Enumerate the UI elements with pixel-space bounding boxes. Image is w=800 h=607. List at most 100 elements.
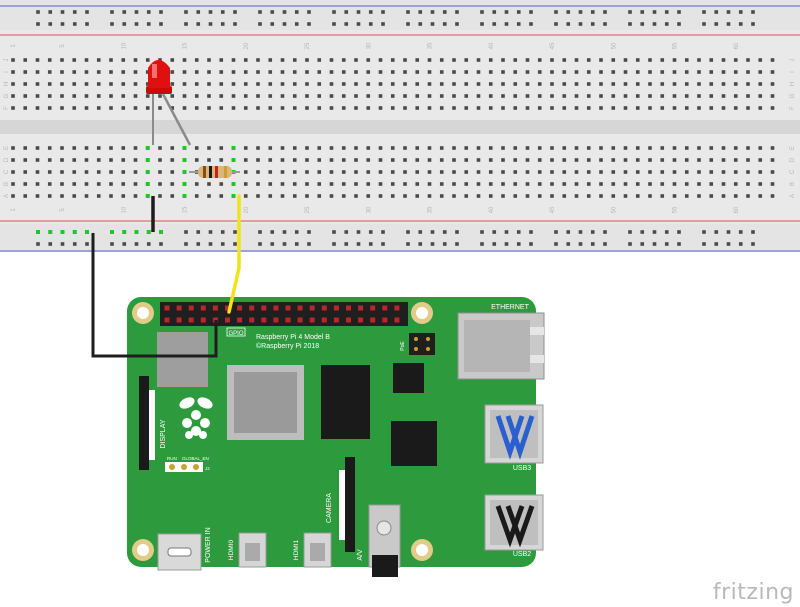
breadboard-hole: [158, 158, 162, 162]
rail-hole: [208, 242, 213, 246]
breadboard-hole: [219, 82, 224, 86]
rail-hole: [628, 242, 632, 246]
column-number: 60: [734, 42, 740, 49]
breadboard-hole: [133, 70, 138, 74]
breadboard-hole: [378, 94, 383, 98]
breadboard-hole: [121, 194, 126, 198]
breadboard-hole: [439, 58, 444, 62]
breadboard-hole: [305, 94, 309, 98]
breadboard-hole: [684, 146, 689, 150]
breadboard-hole: [158, 170, 162, 174]
breadboard-hole: [60, 182, 64, 186]
row-letter: D: [790, 157, 796, 162]
breadboard-hole: [366, 194, 371, 198]
breadboard-hole: [256, 70, 260, 74]
breadboard-hole: [721, 182, 726, 186]
rail-hole: [258, 10, 262, 14]
column-number: 30: [366, 206, 372, 213]
breadboard-hole: [121, 94, 126, 98]
breadboard-hole: [23, 106, 28, 110]
breadboard-hole: [60, 70, 64, 74]
rail-hole: [418, 230, 423, 234]
breadboard-hole: [452, 82, 456, 86]
breadboard-hole: [599, 94, 603, 98]
breadboard-hole: [697, 146, 701, 150]
breadboard-hole: [109, 194, 113, 198]
gpio-pin: [188, 305, 194, 311]
breadboard-hole: [219, 182, 224, 186]
rail-hole: [270, 230, 275, 234]
breadboard-hole: [341, 58, 346, 62]
breadboard-hole: [243, 158, 248, 162]
breadboard-hole: [488, 170, 493, 174]
rail-hole: [208, 230, 213, 234]
breadboard-hole: [488, 106, 493, 110]
breadboard-hole: [648, 182, 652, 186]
breadboard-hole: [623, 82, 628, 86]
row-letter: C: [790, 169, 796, 174]
rail-hole: [652, 230, 657, 234]
breadboard-hole: [684, 70, 689, 74]
breadboard-hole: [280, 94, 285, 98]
breadboard-hole: [758, 170, 763, 174]
breadboard-hole: [219, 106, 224, 110]
gpio-pin: [200, 317, 206, 323]
rail-hole: [492, 10, 497, 14]
column-number: 15: [183, 42, 189, 49]
breadboard-hole: [72, 58, 77, 62]
breadboard-hole: [488, 70, 493, 74]
column-number: 50: [611, 206, 617, 213]
heatsink-block: [157, 332, 208, 387]
breadboard-hole: [623, 70, 628, 74]
breadboard-hole: [758, 82, 763, 86]
rail-hole: [603, 230, 607, 234]
rail-hole: [110, 10, 114, 14]
gpio-pin: [394, 305, 400, 311]
rail-hole: [590, 10, 595, 14]
breadboard-hole: [574, 182, 579, 186]
hdmi1-label: HDMI1: [293, 540, 300, 561]
breadboard-hole: [268, 194, 273, 198]
breadboard-hole: [574, 170, 579, 174]
breadboard-hole: [648, 146, 652, 150]
rail-hole: [430, 242, 435, 246]
breadboard-hole: [170, 58, 175, 62]
breadboard-hole: [96, 194, 101, 198]
breadboard-hole: [170, 82, 175, 86]
breadboard-hole: [611, 70, 616, 74]
breadboard-hole: [574, 94, 579, 98]
breadboard-hole: [194, 146, 199, 150]
breadboard-hole: [697, 70, 701, 74]
rail-hole: [233, 10, 237, 14]
gpio-pin: [176, 305, 182, 311]
breadboard-hole: [60, 58, 64, 62]
rail-hole: [134, 10, 139, 14]
breadboard-hole: [623, 58, 628, 62]
breadboard-hole: [121, 82, 126, 86]
breadboard-hole: [427, 58, 432, 62]
breadboard-hole: [464, 94, 469, 98]
rail-hole: [381, 230, 385, 234]
breadboard-hole: [501, 58, 505, 62]
gpio-pin: [333, 305, 339, 311]
connected-hole: [159, 230, 163, 234]
breadboard-hole: [96, 58, 101, 62]
breadboard-hole: [194, 70, 199, 74]
breadboard-hole: [329, 182, 334, 186]
breadboard-hole: [733, 58, 738, 62]
breadboard-hole: [611, 106, 616, 110]
global-en-label: GLOBAL_EN: [182, 456, 209, 461]
connected-hole: [146, 230, 151, 234]
breadboard-hole: [611, 146, 616, 150]
breadboard-hole: [452, 194, 456, 198]
breadboard-hole: [758, 58, 763, 62]
connected-hole: [182, 194, 187, 198]
breadboard-hole: [525, 158, 530, 162]
breadboard-hole: [586, 70, 591, 74]
breadboard-hole: [280, 58, 285, 62]
breadboard-hole: [133, 146, 138, 150]
breadboard-hole: [439, 94, 444, 98]
gpio-pin: [394, 317, 400, 323]
rail-hole: [307, 230, 311, 234]
breadboard-hole: [317, 170, 322, 174]
